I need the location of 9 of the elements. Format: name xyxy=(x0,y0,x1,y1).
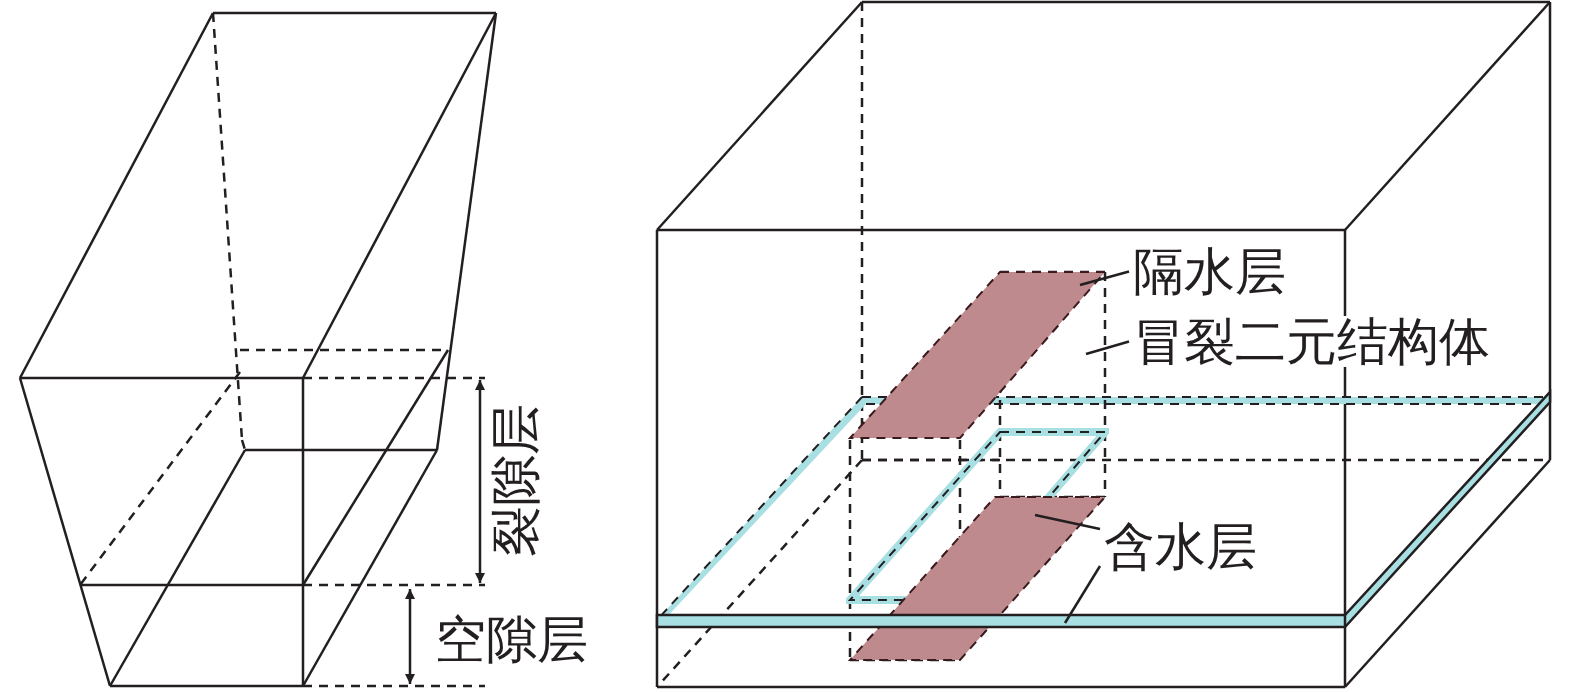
dimension-label: 裂隙层 xyxy=(489,403,541,557)
leader-line xyxy=(1079,270,1130,287)
leader-line xyxy=(1085,340,1130,356)
layer-band xyxy=(653,388,1554,631)
layer-label: 隔水层 xyxy=(1133,246,1286,297)
leader-line xyxy=(1034,513,1101,531)
dimension-label: 空隙层 xyxy=(435,614,588,665)
layer-label: 含水层 xyxy=(1104,521,1257,572)
leader-line xyxy=(1063,565,1102,624)
